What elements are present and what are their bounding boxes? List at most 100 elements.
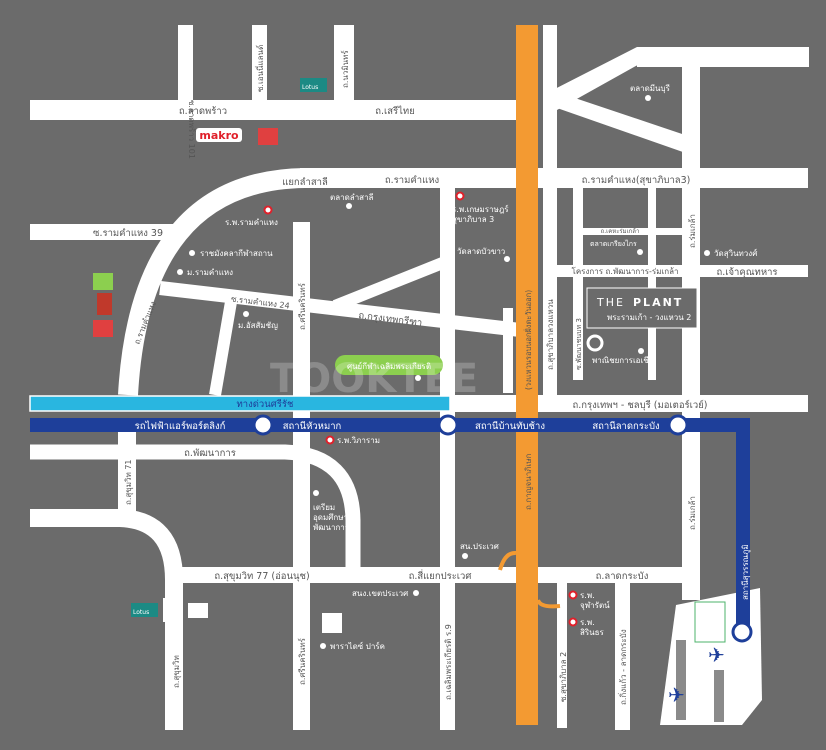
lotus-logo-2 [131,603,158,617]
poi-dot [413,590,419,596]
label-sukhumvit71: ถ.สุขุมวิท 71 [124,460,133,506]
homepro-logo [258,128,278,145]
label-kanchanaphisek-top: (วงแหวนรอบนอกฝั่งตะวันออก) [523,290,533,390]
watermark: TOOKTEE [270,356,478,402]
road-keha-romklao [583,228,682,235]
poi-dot [645,95,651,101]
road-top-right [637,47,809,67]
airport-runway-1 [676,640,686,720]
poi-dot [346,203,352,209]
label-soi-ram39: ซ.รามคำแหง 39 [93,228,163,239]
place-labels: ตลาดลำสาลี ร.พ.รามคำแหง ราชมังคลากีฬาสถา… [187,84,757,651]
label-nawamin: ถ.นวมินทร์ [340,50,350,88]
label-triam-3: พัฒนาการ [313,523,350,532]
poi-dot [313,490,319,496]
the-plant-pin-icon [586,334,604,352]
label-soi-pattana3: ซ.พัฒนาชนบท 3 [575,318,583,370]
sirat-expressway [29,395,451,412]
label-soi-ladprao101: ซ.ลาดพร้าว 101 [187,100,196,159]
road-small-b [648,188,656,380]
label-asia-commerce: พาณิชยการเอเชีย [592,356,653,365]
label-prawet-police: สน.ประเวศ [460,542,499,551]
airplane-icon: ✈ [708,643,725,667]
station-suvarnabhumi[interactable] [731,621,753,643]
label-motorway: ถ.กรุงเทพฯ - ชลบุรี (มอเตอร์เวย์) [572,399,707,411]
ramp-a [498,550,517,571]
label-kasemrad: ร.พ.เกษมราษฎร์ [452,204,509,214]
lotus-logo [300,78,327,92]
station-latkrabang[interactable] [667,414,689,436]
lotus-logo-text-2: Lotus [133,609,149,616]
label-st-suvarnabhumi: สถานีสุวรรณภูมิ [741,544,751,600]
road-diagonal-b [557,92,700,158]
sports-center-badge [335,355,443,375]
road-romklao [682,60,700,600]
label-project-road: โครงการ ถ.พัฒนาการ-ร่มเกล้า [572,266,679,276]
hospital-icon [325,435,335,445]
road-chalerm-r9 [440,188,455,730]
poi-dot [189,250,195,256]
road-srinakarin [293,222,310,730]
the-plant-title-a: THE [596,296,625,309]
label-keha-romklao: ถ.เคหะร่มเกล้า [601,228,640,235]
airport-runway-2 [714,670,724,722]
the-plant-subtitle: พระรามเก้า - วงแหวน 2 [607,313,691,322]
the-plant-box [586,287,698,329]
ramp-b [536,599,561,609]
poi-dot [177,269,183,275]
label-triam-1: เตรียม [313,503,335,512]
bigc-logo [93,273,113,290]
poi-markers [177,95,710,649]
road-network [30,25,809,730]
label-chalerm-r9: ถ.เฉลิมพระเกียรติ ร.9 [444,624,453,700]
poi-dot [462,553,468,559]
logos: Lotus makro Lotus [93,78,342,633]
hospital-icon [455,191,465,201]
road-soi-ram39 [30,224,180,240]
label-sukhapiban-ring: ถ.สุขาภิบาลวงแหวน [546,299,555,370]
label-airport-link: รถไฟฟ้าแอร์พอร์ตลิงก์ [135,420,226,432]
label-latkrabang-rd: ถ.ลาดกระบัง [596,571,649,582]
label-siyaek-prawet: ถ.สี่แยกประเวศ [409,569,472,582]
road-nawamin [334,25,354,105]
label-ramkhamhaeng-univ: ม.รามคำแหง [187,268,233,277]
road-branch [332,256,448,312]
the-plant-callout[interactable]: THE PLANT พระรามเก้า - วงแหวน 2 [586,287,698,352]
label-lamsali-junction: แยกลำสาลี [282,176,328,188]
station-banthapchang[interactable] [437,414,459,436]
poi-dot [415,375,421,381]
label-ramkhamhaeng: ถ.รามคำแหง [385,175,439,186]
label-ladprao: ถ.ลาดพร้าว [179,106,227,117]
label-st-banthapchang: สถานีบ้านทับช้าง [475,420,545,432]
poi-dot [637,249,643,255]
road-ladprao [30,100,520,120]
label-paradise-park: พาราไดซ์ ปาร์ค [330,641,385,651]
label-triam-2: อุดมศึกษา [313,513,348,522]
label-romklao: ถ.ร่มเกล้า [688,214,697,248]
label-kasemrad-2: สุขาภิบาล 3 [452,215,494,224]
label-soi-sukhapiban2: ซ.สุขาภิบาล 2 [559,652,568,702]
label-chularat-2: จุฬารัตน์ [580,600,610,610]
lotus-logo-text: Lotus [302,84,318,91]
label-srinakarin-low: ถ.ศรีนครินทร์ [297,637,307,685]
paradise-park-logo [322,613,342,633]
airport-terminal [694,601,726,643]
road-sukhumvit77-latkrabang [165,567,700,583]
label-srinakarin: ถ.ศรีนครินทร์ [297,282,307,330]
road-sukhapiban-ring [543,25,557,395]
makro-logo [196,128,242,142]
poi-dot [504,256,510,262]
label-kriangkrai-market: ตลาดเกรียงไกร [590,239,637,248]
label-st-latkrabang: สถานีลาดกระบัง [592,420,659,432]
label-assumption: ม.อัสสัมชัญ [238,321,278,330]
station-huamak[interactable] [252,414,274,436]
road-kanchanaphisek [516,25,538,725]
label-ram-sukhapiban3: ถ.รามคำแหง(สุขาภิบาล3) [582,175,691,186]
poi-dot [638,348,644,354]
hospital-icon [568,590,578,600]
road-sukhumvit71 [118,432,136,514]
makro-logo-text: makro [199,129,239,142]
bts-logo [163,598,183,622]
label-sirat-expressway: ทางด่วนศรีรัช [237,398,294,410]
